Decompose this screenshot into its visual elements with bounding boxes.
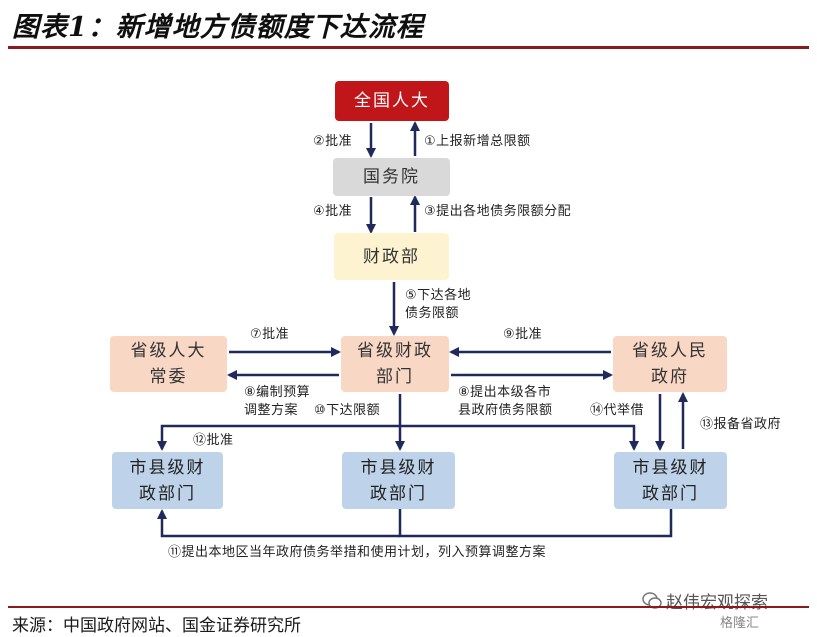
step-13-label: ⑬报备省政府 <box>700 417 782 432</box>
node-prov-finance: 省级财政 部门 <box>341 336 449 392</box>
watermark-secondary: 格隆汇 <box>720 616 760 631</box>
bottom-rule <box>8 606 809 608</box>
step-10-label: ⑩下达限额 <box>314 403 381 418</box>
step-2-label: ②批准 <box>313 134 353 149</box>
step-8b-label: ⑧提出本级各市 县政府债务限额 <box>458 385 553 418</box>
node-mof: 财政部 <box>334 233 449 280</box>
watermark: 赵伟宏观探索 <box>642 588 768 613</box>
step-4-label: ④批准 <box>313 204 353 219</box>
step-7-label: ⑦批准 <box>250 327 290 342</box>
step-8a-label: ⑧编制预算 调整方案 <box>244 385 311 418</box>
step-14-label: ⑭代举借 <box>590 403 645 418</box>
figure-title: 图表1：新增地方债额度下达流程 <box>12 12 424 43</box>
step-3-label: ③提出各地债务限额分配 <box>424 204 572 219</box>
node-prov-npc: 省级人大 常委 <box>110 336 227 392</box>
arrow-plan-loop <box>398 508 673 538</box>
step-11-label: ⑪提出本地区当年政府债务举措和使用计划，列入预算调整方案 <box>168 545 547 560</box>
step-1-label: ①上报新增总限额 <box>424 134 531 149</box>
top-rule <box>8 46 809 49</box>
node-city-finance-a: 市县级财 政部门 <box>112 452 223 509</box>
step-12-label: ⑫批准 <box>193 433 234 448</box>
step-9-label: ⑨批准 <box>503 327 543 342</box>
arrow-limit-to-city-gov <box>400 424 639 451</box>
node-prov-gov: 省级人民 政府 <box>613 336 727 392</box>
node-city-finance-b: 市县级财 政部门 <box>342 452 455 509</box>
step-5-label: ⑤下达各地 债务限额 <box>405 288 472 321</box>
node-npc: 全国人大 <box>335 81 449 121</box>
node-state-council: 国务院 <box>333 158 450 196</box>
source-note: 来源：中国政府网站、国金证券研究所 <box>12 616 301 636</box>
node-city-gov: 市县级财 政部门 <box>614 452 727 509</box>
arrow-limit-to-city-a <box>157 424 400 451</box>
wechat-icon <box>642 592 662 609</box>
arrow-plan-to-city-a <box>157 509 400 538</box>
